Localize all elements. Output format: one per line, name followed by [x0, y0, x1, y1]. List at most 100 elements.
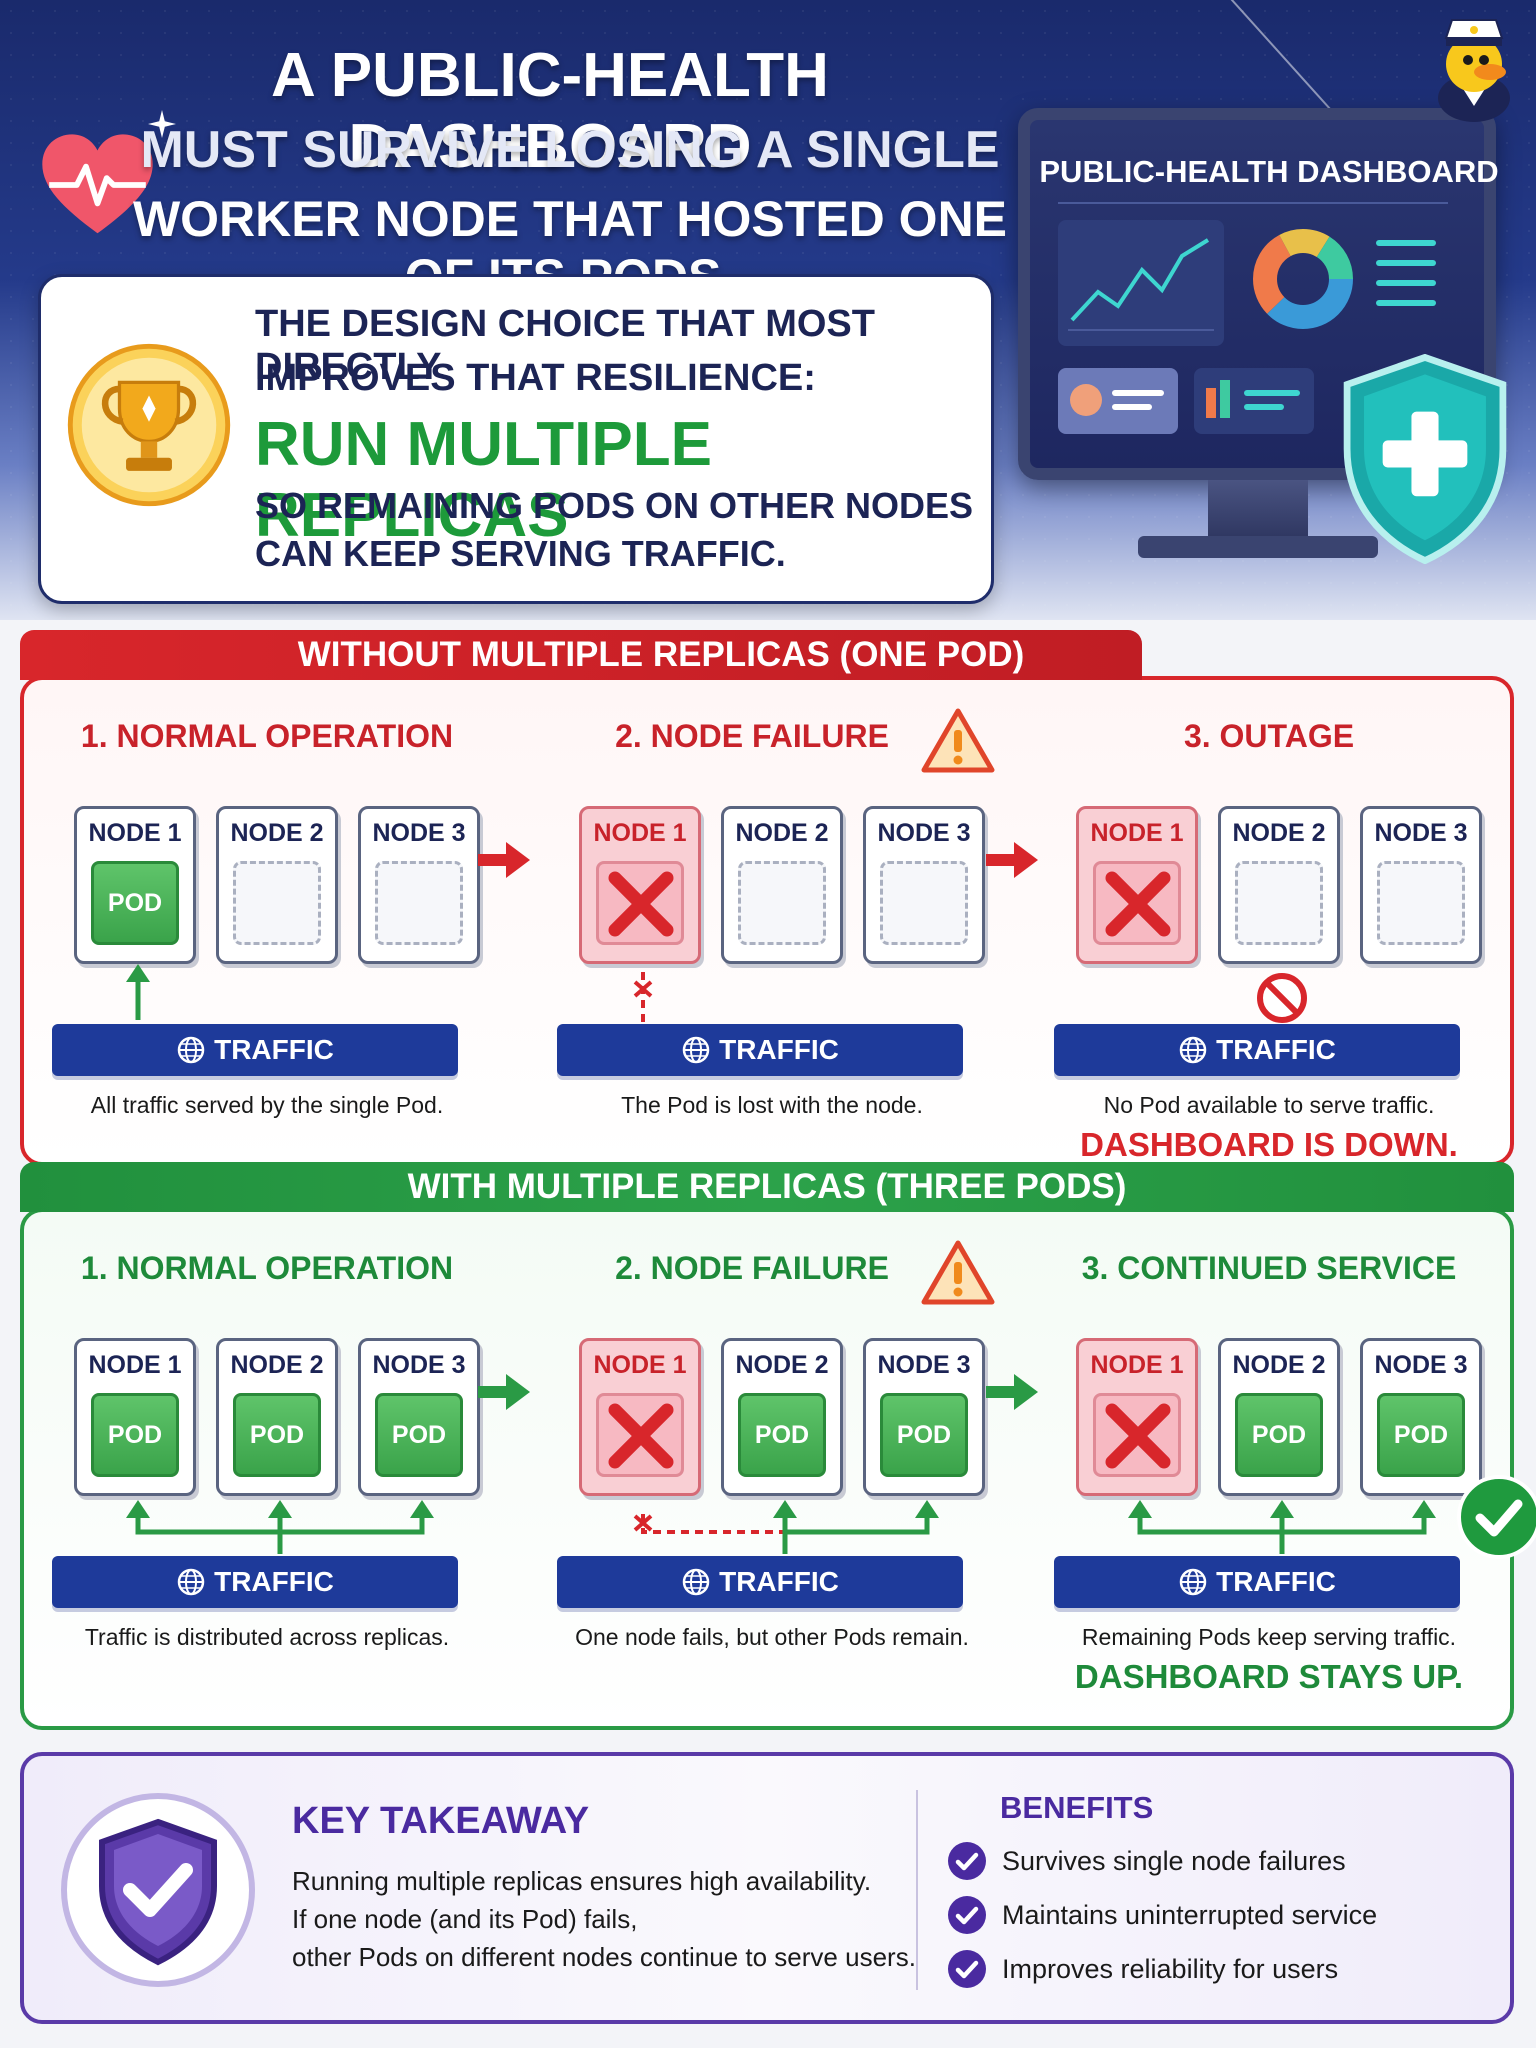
panel-caption: Remaining Pods keep serving traffic.: [1081, 1624, 1457, 1650]
globe-icon: [682, 1568, 710, 1596]
node-label: NODE 1: [1090, 819, 1184, 847]
empty-slot: [233, 861, 321, 945]
section-with-replicas: WITH MULTIPLE REPLICAS (THREE PODS) 1. N…: [20, 1162, 1536, 1730]
monitor-divider: [1058, 202, 1448, 204]
monitor-title: PUBLIC-HEALTH DASHBOARD: [1039, 154, 1499, 189]
monitor-card-2: [1194, 368, 1314, 434]
node-3: NODE 3 POD: [863, 1338, 985, 1496]
pod: POD: [91, 1393, 179, 1477]
panel-title: 1. NORMAL OPERATION: [80, 1250, 454, 1286]
panel-title: 1. NORMAL OPERATION: [80, 718, 454, 754]
traffic-label: TRAFFIC: [1216, 1566, 1336, 1597]
failed-pod: [596, 861, 684, 945]
empty-slot: [880, 861, 968, 945]
node-label: NODE 2: [230, 819, 324, 847]
node-2: NODE 2: [1218, 806, 1340, 964]
node-1: NODE 1 POD: [74, 806, 196, 964]
node-3: NODE 3: [1360, 806, 1482, 964]
traffic-label: TRAFFIC: [719, 1566, 839, 1597]
globe-icon: [177, 1568, 205, 1596]
panel-caption: One node fails, but other Pods remain.: [575, 1624, 969, 1650]
monitor-stand: [1208, 480, 1308, 540]
panel-title: 2. NODE FAILURE: [615, 718, 889, 754]
failed-pod: [596, 1393, 684, 1477]
pod: POD: [1377, 1393, 1465, 1477]
node-2: NODE 2 POD: [216, 1338, 338, 1496]
without-panel-outage: 3. OUTAGE NODE 1 NODE 2 NODE 3 TRAFFIC N…: [1054, 700, 1484, 1163]
heart-pulse-icon: [42, 134, 153, 234]
next-step-arrow: [478, 1374, 530, 1410]
next-step-arrow: [986, 842, 1038, 878]
pod: POD: [233, 1393, 321, 1477]
key-takeaway-panel: KEY TAKEAWAY Running multiple replicas e…: [20, 1752, 1514, 2024]
warning-icon: [921, 1240, 995, 1305]
node-1-failed: NODE 1: [579, 1338, 701, 1496]
node-label: NODE 2: [735, 1351, 829, 1379]
answer-sub-line-1: SO REMAINING PODS ON OTHER NODES: [255, 485, 974, 526]
node-3: NODE 3: [863, 806, 985, 964]
node-label: NODE 1: [88, 1351, 182, 1379]
monitor-donut-chart: [1253, 229, 1353, 329]
pod: POD: [375, 1393, 463, 1477]
traffic-label: TRAFFIC: [214, 1034, 334, 1065]
node-1-failed: NODE 1: [1076, 806, 1198, 964]
traffic-bar: TRAFFIC: [52, 1556, 458, 1608]
shield-plus-icon: [1343, 354, 1507, 564]
warning-icon: [921, 708, 995, 773]
node-label: NODE 2: [1232, 819, 1326, 847]
node-1-failed: NODE 1: [1076, 1338, 1198, 1496]
node-1-failed: NODE 1: [579, 806, 701, 964]
node-2: NODE 2: [721, 806, 843, 964]
next-step-arrow: [986, 1374, 1038, 1410]
node-label: NODE 2: [230, 1351, 324, 1379]
pod: POD: [738, 1393, 826, 1477]
panel-caption: No Pod available to serve traffic.: [1103, 1092, 1435, 1118]
node-3: NODE 3: [358, 806, 480, 964]
benefit-label: Survives single node failures: [1002, 1846, 1346, 1876]
node-label: NODE 2: [1232, 1351, 1326, 1379]
benefits-title: BENEFITS: [1000, 1790, 1154, 1825]
panel-caption: Traffic is distributed across replicas.: [84, 1624, 450, 1650]
failed-pod: [1093, 861, 1181, 945]
benefit-label: Maintains uninterrupted service: [1002, 1900, 1378, 1930]
section-without-replicas: WITHOUT MULTIPLE REPLICAS (ONE POD) 1. N…: [20, 630, 1514, 1166]
node-label: NODE 3: [877, 1351, 971, 1379]
node-label: NODE 3: [1374, 1351, 1468, 1379]
monitor-illustration: PUBLIC-HEALTH DASHBOARD: [1018, 108, 1499, 568]
panel-title: 2. NODE FAILURE: [615, 1250, 889, 1286]
without-panel-normal: 1. NORMAL OPERATION NODE 1 POD NODE 2 NO…: [52, 700, 482, 1140]
node-3: NODE 3 POD: [1360, 1338, 1482, 1496]
empty-slot: [1235, 861, 1323, 945]
traffic-label: TRAFFIC: [214, 1566, 334, 1597]
node-1: NODE 1 POD: [74, 1338, 196, 1496]
takeaway-divider: [916, 1790, 918, 1990]
node-label: NODE 3: [372, 1351, 466, 1379]
globe-icon: [1179, 1036, 1207, 1064]
answer-card: THE DESIGN CHOICE THAT MOST DIRECTLY IMP…: [38, 274, 994, 604]
benefit-label: Improves reliability for users: [1002, 1954, 1339, 1984]
verdict-up: DASHBOARD STAYS UP.: [1074, 1658, 1464, 1695]
monitor-screen: PUBLIC-HEALTH DASHBOARD: [1018, 108, 1499, 480]
traffic-bar: TRAFFIC: [1054, 1024, 1460, 1076]
with-panel-normal: 1. NORMAL OPERATION NODE 1 POD NODE 2 PO…: [52, 1232, 482, 1672]
answer-question-line-1: THE DESIGN CHOICE THAT MOST DIRECTLY: [255, 303, 875, 388]
takeaway-line-1: Running multiple replicas ensures high a…: [292, 1866, 872, 1896]
hero-banner: A PUBLIC-HEALTH DASHBOARD MUST SURVIVE L…: [0, 0, 1536, 620]
node-2: NODE 2 POD: [1218, 1338, 1340, 1496]
node-label: NODE 1: [1090, 1351, 1184, 1379]
node-3: NODE 3 POD: [358, 1338, 480, 1496]
monitor-base: [1138, 536, 1378, 558]
x-icon: [608, 871, 674, 937]
with-panel-failure: 2. NODE FAILURE NODE 1 NODE 2 POD NODE 3…: [557, 1232, 995, 1672]
traffic-bar: TRAFFIC: [1054, 1556, 1460, 1608]
failed-pod: [1093, 1393, 1181, 1477]
panel-title: 3. OUTAGE: [1183, 718, 1355, 754]
globe-icon: [1179, 1568, 1207, 1596]
empty-slot: [1377, 861, 1465, 945]
no-entry-icon: [1257, 973, 1307, 1023]
title-line-1: A PUBLIC-HEALTH DASHBOARD: [271, 41, 829, 181]
traffic-bar: TRAFFIC: [557, 1024, 963, 1076]
node-label: NODE 3: [1374, 819, 1468, 847]
sparkle-icon: [148, 110, 176, 138]
takeaway-title: KEY TAKEAWAY: [292, 1800, 590, 1842]
